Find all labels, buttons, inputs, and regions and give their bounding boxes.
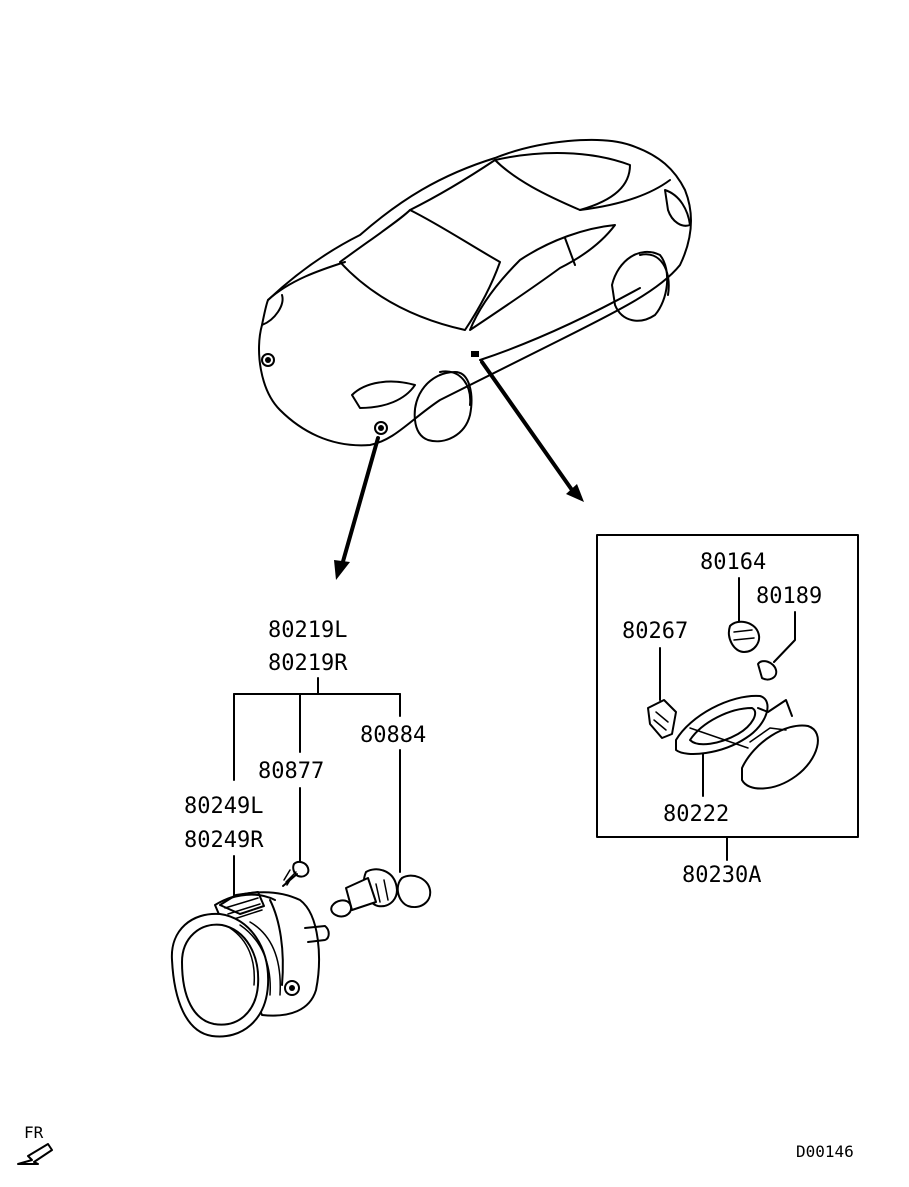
screw-part	[282, 860, 310, 887]
label-fog-lamp-assy-right: 80219R	[268, 651, 348, 676]
fog-lamp-group: 80219L 80219R 80884 80877 80249L 80249R	[170, 618, 432, 1038]
side-lamp-gasket-part	[675, 694, 769, 755]
fog-lamp-unit-part	[170, 891, 330, 1038]
bulb-part	[330, 868, 432, 918]
label-side-lamp-clip: 80267	[622, 619, 688, 644]
front-direction-marker: FR	[17, 1123, 53, 1165]
label-side-bulb-socket: 80164	[700, 550, 766, 575]
front-label: FR	[24, 1123, 44, 1142]
label-fog-lamp-assy-left: 80219L	[268, 618, 347, 643]
side-lamp-lens-part	[741, 699, 819, 790]
front-arrow-icon	[17, 1143, 53, 1165]
side-lamp-box: 80164 80189 80267 80222	[596, 534, 859, 888]
drawing-code: D00146	[796, 1142, 854, 1161]
label-side-bulb: 80189	[756, 584, 822, 609]
side-lamp-clip-part	[647, 699, 677, 739]
side-bulb-part	[757, 660, 778, 681]
label-screw: 80877	[258, 759, 324, 784]
label-side-lamp-gasket: 80222	[663, 802, 729, 827]
arrow-to-side-lamp	[480, 360, 574, 492]
label-side-lamp-assy: 80230A	[682, 863, 761, 888]
label-bulb: 80884	[360, 723, 426, 748]
callout-arrows	[334, 360, 584, 580]
arrow-to-fog-lamp	[340, 436, 380, 567]
car-illustration	[258, 138, 692, 447]
label-fog-lamp-unit-right: 80249R	[184, 828, 264, 853]
label-fog-lamp-unit-left: 80249L	[184, 794, 263, 819]
side-bulb-socket-part	[728, 620, 760, 653]
